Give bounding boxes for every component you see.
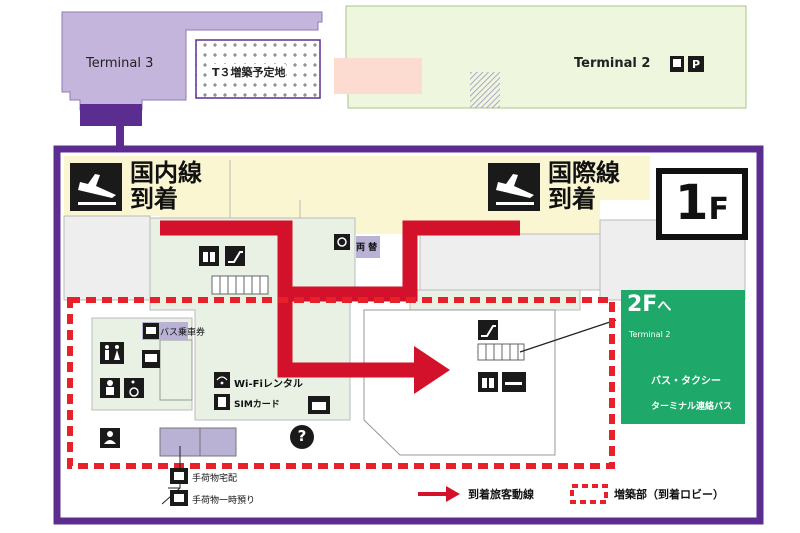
floor-number: 1 xyxy=(675,175,709,231)
luggage-storage-label: 手荷物一時預り xyxy=(192,496,256,506)
baby-care-icon xyxy=(100,428,120,448)
domestic-arrival-plane-icon xyxy=(70,163,122,211)
legend-route-arrow xyxy=(418,486,460,502)
international-arrival-label: 国際線 到着 xyxy=(548,160,620,212)
bus-ticket-icon xyxy=(142,322,188,340)
wheelchair-icon xyxy=(124,378,144,398)
to-2f-suffix: へ xyxy=(657,299,672,315)
bus-icon xyxy=(142,350,160,368)
sim-label: SIMカード xyxy=(234,400,280,410)
information-icon xyxy=(290,425,314,449)
bus-taxi-label: バス・タクシー xyxy=(651,376,721,387)
lost-found-icon xyxy=(308,396,330,414)
info-label: ? xyxy=(297,427,307,445)
terminal3-connector xyxy=(80,104,142,126)
sim-icon xyxy=(214,394,230,410)
to-2f-num: 2F xyxy=(627,292,658,317)
bus-ticket-label: バス乗車券 xyxy=(160,328,206,338)
exchange-label: 両 替 xyxy=(356,243,378,253)
terminal3-building xyxy=(61,11,323,148)
exchange-icon xyxy=(334,234,380,258)
luggage-delivery-label: 手荷物宅配 xyxy=(192,474,238,484)
legend-route-label: 到着旅客動線 xyxy=(468,488,534,501)
domestic-arrival-label: 国内線 到着 xyxy=(130,160,202,212)
terminal3-label: Terminal 3 xyxy=(86,56,154,71)
luggage-counter-2 xyxy=(199,427,237,457)
legend-dash-box xyxy=(570,484,608,504)
stairs-right-icon xyxy=(477,343,525,361)
floor-label: 1 F xyxy=(656,168,748,240)
nursing-room-icon xyxy=(100,378,120,398)
floor-suffix: F xyxy=(708,192,729,227)
terminal2-label: Terminal 2 xyxy=(574,56,651,71)
elevator-right-icon xyxy=(478,372,498,392)
wifi-label: Wi-Fiレンタル xyxy=(234,379,303,390)
international-line1: 国際線 xyxy=(548,159,620,187)
floor-plan xyxy=(63,160,746,456)
escalator-right-icon xyxy=(478,320,498,340)
domestic-line2: 到着 xyxy=(130,185,178,213)
stairs-icon xyxy=(211,275,269,295)
terminal-bus-label: ターミナル連絡バス xyxy=(651,402,733,412)
elevator-icon xyxy=(199,246,219,266)
legend-expansion-label: 増築部（到着ロビー） xyxy=(614,488,724,501)
terminal2-parking-icon: P xyxy=(688,56,704,72)
expansion-site-label: T３増築予定地 xyxy=(212,64,286,80)
international-arrival-plane-icon xyxy=(488,163,540,211)
to-2f-title: 2Fへ xyxy=(627,292,671,317)
expansion-zone xyxy=(67,297,615,469)
terminal2-train-icon xyxy=(670,56,684,72)
arrival-route xyxy=(160,220,520,394)
restroom-icon xyxy=(100,342,124,364)
smoking-icon xyxy=(502,372,526,392)
international-line2: 到着 xyxy=(548,185,596,213)
wifi-icon xyxy=(214,372,230,388)
luggage-delivery-icon xyxy=(170,468,188,484)
to-2f-box: 2Fへ Terminal 2 バス・タクシー ターミナル連絡バス xyxy=(621,290,745,424)
to-2f-terminal: Terminal 2 xyxy=(629,330,671,339)
domestic-line1: 国内線 xyxy=(130,159,202,187)
terminal2-building xyxy=(334,5,747,109)
luggage-storage-icon xyxy=(170,490,188,506)
svg-text:P: P xyxy=(692,58,700,71)
escalator-icon xyxy=(225,246,245,266)
